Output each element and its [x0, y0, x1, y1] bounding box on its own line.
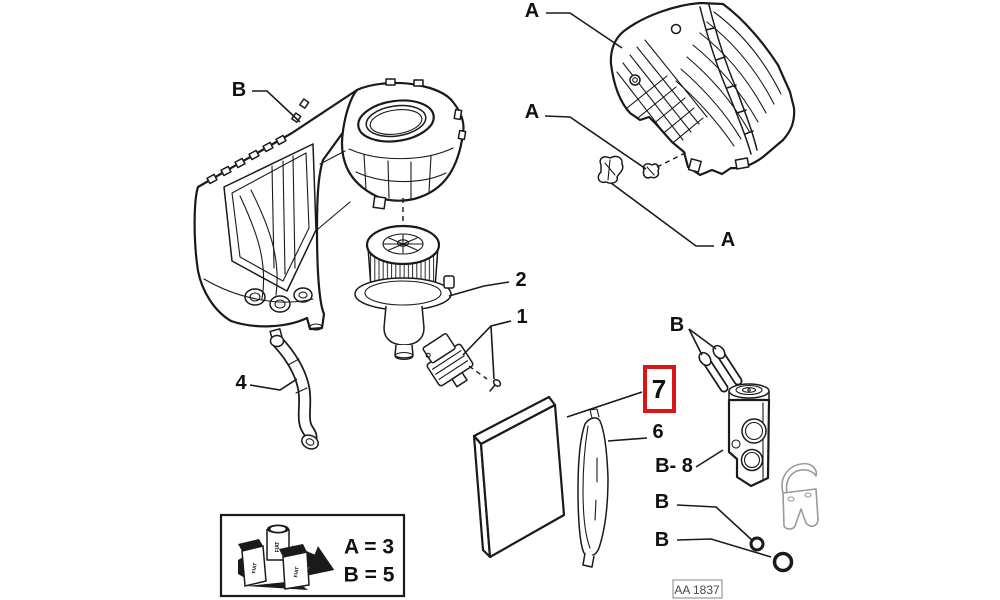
mounting-clip-part-left	[597, 155, 624, 184]
cover-top-ring	[670, 23, 682, 35]
drain-hose-part	[269, 328, 319, 450]
o-ring-small-part	[749, 536, 765, 552]
leader-b-housing	[252, 90, 301, 123]
ref-code-text: AA 1837	[674, 583, 720, 597]
label-num-1: 1	[516, 306, 527, 328]
label-a-clips: A	[721, 229, 735, 251]
leader-num-2	[448, 281, 510, 297]
heater-housing-part	[193, 78, 467, 331]
legend-box: FIAT FIAT FIAT A = 3 B = 5	[219, 513, 406, 598]
package-brand-text-1: FIAT	[275, 542, 281, 553]
resistor-screw-part	[489, 378, 502, 392]
leader-b-8	[695, 449, 724, 468]
cover-foot-right	[734, 157, 750, 170]
legend-entry-a: A = 3	[344, 536, 394, 559]
label-b-8: B- 8	[655, 455, 693, 477]
blower-resistor-part	[422, 333, 474, 388]
leader-b-bolt-2	[688, 328, 717, 350]
ref-code-box: AA 1837	[672, 579, 723, 599]
label-b-oring-2: B	[655, 529, 669, 551]
housing-edge-tabs	[206, 78, 467, 210]
package-brand-text-2: FIAT	[251, 562, 258, 573]
mounting-clip-part-right	[642, 163, 660, 179]
expansion-valve-part	[727, 383, 771, 488]
cover-foot-left	[687, 158, 702, 173]
dashed-lines-layer	[402, 150, 690, 380]
label-b-housing: B	[232, 79, 246, 101]
housing-bottom-pockets	[244, 287, 323, 331]
leader-a-mid	[544, 115, 647, 170]
package-box-right-icon: FIAT	[279, 544, 310, 590]
motor-flange-tab	[443, 275, 455, 289]
leader-num-7	[566, 391, 643, 418]
highlight-box: 7	[643, 365, 676, 413]
pipe-bracket-part	[781, 462, 819, 530]
hvac-cover-part	[609, 1, 796, 177]
motor-fan-cone	[382, 234, 424, 254]
cover-center-band	[699, 4, 758, 155]
label-num-4: 4	[235, 372, 247, 394]
label-b-oring-1: B	[655, 491, 669, 513]
highlighted-part-number: 7	[652, 374, 666, 404]
leader-b-oring-2	[676, 538, 772, 558]
filter-cover-part	[577, 408, 609, 568]
leader-a-clips	[610, 182, 714, 247]
cover-grid-lines	[616, 39, 708, 161]
leader-num-4	[249, 378, 298, 391]
label-a-top: A	[525, 0, 539, 22]
hose-bell-end	[301, 434, 319, 450]
label-b-bolts: B	[670, 314, 684, 336]
cover-side-hole	[629, 74, 641, 86]
leader-num-6	[607, 437, 648, 442]
housing-frame-opening	[203, 143, 317, 303]
label-a-mid: A	[525, 101, 539, 123]
dashed-clip-to-cover	[656, 150, 690, 168]
blower-motor-part	[354, 224, 455, 361]
package-brand-text-3: FIAT	[293, 566, 300, 577]
leader-lines-layer	[249, 12, 772, 558]
mounting-bolts-part	[698, 344, 743, 393]
dashed-resistor-to-screw	[468, 365, 488, 380]
o-ring-large-part	[772, 551, 794, 573]
cabin-filter-part	[472, 395, 566, 559]
label-num-2: 2	[515, 269, 526, 291]
leader-num-1a	[462, 320, 512, 356]
leader-b-bolt-1	[688, 328, 703, 356]
label-num-6: 6	[652, 421, 663, 443]
leader-num-1b	[490, 325, 495, 380]
legend-entry-b: B = 5	[344, 564, 395, 587]
packages-icon: FIAT FIAT FIAT	[238, 524, 335, 590]
package-box-left-icon: FIAT	[238, 539, 267, 587]
leader-b-oring-1	[676, 504, 754, 542]
housing-seam-lines	[317, 147, 454, 230]
leader-a-top	[546, 12, 623, 49]
